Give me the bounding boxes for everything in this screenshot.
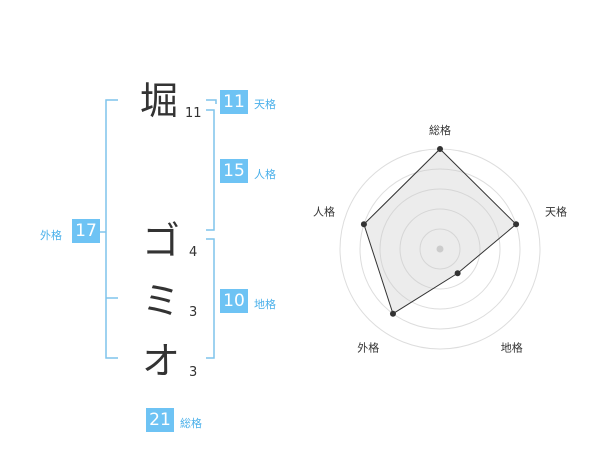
radar-axis-label: 総格 — [429, 123, 451, 137]
gaikaku-label: 外格 — [40, 229, 62, 242]
radar-polygon — [363, 148, 517, 315]
soukaku-badge: 21 — [146, 408, 174, 432]
radar-point — [389, 310, 396, 317]
radar-ring — [359, 168, 521, 330]
gaikaku-bracket — [105, 99, 118, 359]
radar-axis-label: 天格 — [545, 204, 567, 218]
name-char-2: ゴ — [142, 219, 181, 263]
chikaku-badge: 10 — [220, 289, 248, 313]
stroke-count-3: 3 — [189, 305, 198, 320]
chikaku-label: 地格 — [254, 298, 276, 311]
tenkaku-badge: 11 — [220, 90, 248, 114]
stroke-count-4: 3 — [189, 365, 198, 380]
radar-center — [436, 245, 444, 253]
radar-point — [437, 146, 443, 152]
jinkaku-bracket — [206, 109, 215, 231]
tenkaku-label: 天格 — [254, 98, 276, 111]
radar-axis-label: 外格 — [357, 341, 379, 355]
tenkaku-bracket — [206, 99, 217, 104]
radar-axis-label: 地格 — [501, 341, 523, 355]
radar-point — [454, 270, 461, 277]
radar-axis-label: 人格 — [313, 204, 335, 218]
name-char-3: ミ — [142, 279, 181, 323]
name-char-1: 堀 — [140, 79, 179, 123]
radar-ring — [379, 188, 501, 310]
name-char-4: オ — [142, 339, 181, 383]
stroke-count-1: 11 — [185, 106, 202, 121]
chikaku-bracket — [206, 238, 215, 359]
jinkaku-badge: 15 — [220, 159, 248, 183]
radar-point — [513, 221, 520, 228]
radar-point — [360, 221, 367, 228]
radar-ring — [399, 208, 481, 290]
jinkaku-label: 人格 — [254, 168, 276, 181]
gaikaku-badge: 17 — [72, 219, 100, 243]
stroke-count-2: 4 — [189, 245, 198, 260]
radar-ring — [419, 228, 461, 270]
soukaku-label: 総格 — [180, 417, 202, 430]
